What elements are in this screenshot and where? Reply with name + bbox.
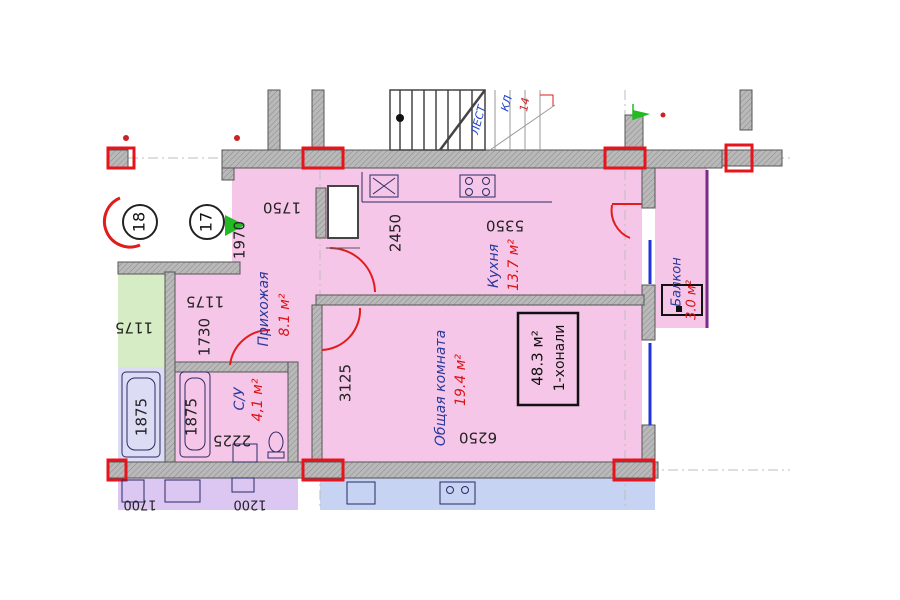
room-name-bathroom: С/У bbox=[232, 386, 248, 410]
column bbox=[301, 146, 345, 170]
apartment-summary: 48.3 м² 1-хонали bbox=[516, 311, 580, 407]
room-name-hallway: Прихожая bbox=[256, 272, 272, 347]
stair-handrail-red bbox=[540, 94, 554, 106]
room-name-living: Общая комната bbox=[433, 330, 449, 446]
stair-label-b: КЛ bbox=[498, 94, 515, 113]
green-markers bbox=[123, 104, 666, 236]
dimension-label: 3125 bbox=[337, 364, 355, 402]
svg-text:18: 18 bbox=[130, 212, 149, 232]
dimensions: 1750 1970 2450 5350 1175 1730 3125 1875 … bbox=[115, 199, 524, 512]
dimension-label: 1875 bbox=[133, 398, 151, 436]
axis-marker-17: 17 bbox=[189, 204, 225, 240]
balcony-unit bbox=[661, 284, 703, 316]
columns bbox=[106, 143, 754, 482]
column bbox=[724, 143, 754, 173]
column bbox=[603, 146, 647, 170]
bathroom-fixtures bbox=[121, 371, 285, 463]
dimension-label: 1700 bbox=[123, 497, 156, 512]
room-name-kitchen: Кухня bbox=[486, 244, 502, 288]
svg-text:17: 17 bbox=[197, 212, 216, 232]
dimension-label: 2225 bbox=[213, 432, 251, 450]
neighbor-green-area bbox=[118, 272, 165, 367]
walls bbox=[107, 89, 783, 479]
column bbox=[106, 458, 128, 482]
dimension-label: 6250 bbox=[459, 429, 497, 447]
staircase: ЛЕСТ КЛ 14 bbox=[389, 89, 556, 151]
room-area-kitchen: 13.7 м² bbox=[506, 239, 522, 291]
column bbox=[106, 146, 136, 170]
washbasin-icon bbox=[232, 443, 258, 463]
stove-icon bbox=[459, 174, 496, 198]
dimension-label: 1175 bbox=[115, 319, 153, 337]
ventilation-shaft bbox=[327, 185, 359, 239]
dimension-label: 2450 bbox=[387, 214, 405, 252]
room-area-bathroom: 4,1 м² bbox=[250, 378, 266, 421]
doors bbox=[103, 196, 642, 366]
column bbox=[612, 458, 656, 482]
neighbor-purple-below bbox=[118, 478, 298, 510]
neighbor-bath-left bbox=[118, 367, 165, 462]
dimension-label: 5350 bbox=[486, 217, 524, 235]
stair-label-c: 14 bbox=[517, 96, 532, 112]
neighbor-fixtures bbox=[121, 477, 476, 505]
dimension-label: 1200 bbox=[233, 497, 266, 512]
room-name-balcony: Балкон bbox=[670, 257, 685, 307]
room-area-balcony: 3.0 м² bbox=[685, 280, 700, 320]
axis-marker-18: 18 bbox=[122, 204, 158, 240]
summary-area: 48.3 м² bbox=[529, 330, 547, 386]
sink-icon bbox=[369, 174, 399, 198]
dimension-label: 1750 bbox=[263, 199, 301, 217]
room-area-living: 19.4 м² bbox=[453, 354, 469, 406]
column bbox=[301, 458, 345, 482]
dimension-label: 1730 bbox=[196, 318, 214, 356]
room-labels: Прихожая 8.1 м² С/У 4,1 м² Кухня 13.7 м²… bbox=[232, 239, 700, 446]
dimension-label: 1875 bbox=[183, 398, 201, 436]
dimension-label: 1175 bbox=[186, 293, 224, 311]
neighbor-blue-below bbox=[320, 478, 655, 510]
bathtub-icon bbox=[121, 371, 161, 458]
dimension-label: 1970 bbox=[231, 221, 249, 259]
summary-type: 1-хонали bbox=[552, 325, 568, 392]
room-area-hallway: 8.1 м² bbox=[277, 293, 293, 336]
balcony-fill bbox=[655, 168, 707, 328]
bathtub-icon bbox=[179, 371, 211, 458]
kitchen-fixtures bbox=[361, 172, 552, 203]
apartment-fill bbox=[175, 168, 642, 472]
